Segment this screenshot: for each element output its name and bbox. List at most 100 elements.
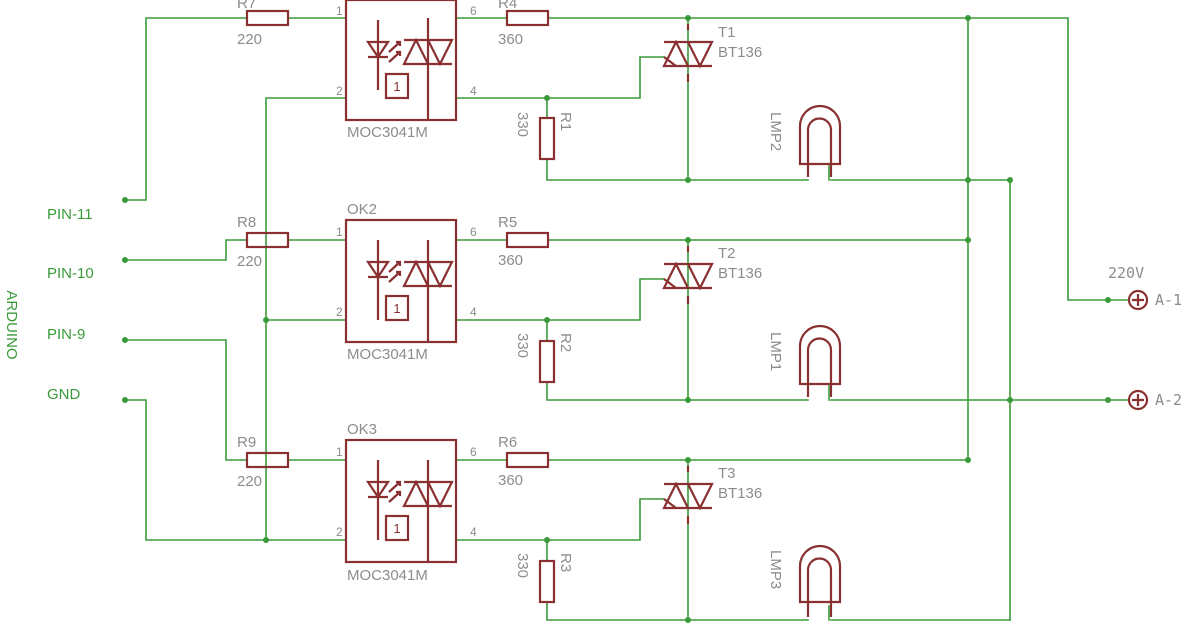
junction bbox=[1007, 177, 1013, 183]
pin-label-pin9: PIN-9 bbox=[47, 326, 85, 343]
triac-ref: T2 bbox=[718, 245, 736, 262]
opto-led-icon bbox=[365, 20, 391, 90]
opto-led-icon bbox=[365, 240, 391, 320]
junction bbox=[122, 257, 128, 263]
opto-zero-cross-glyph: 1 bbox=[393, 301, 400, 316]
resistor-value: 330 bbox=[514, 112, 531, 137]
opto-pin-number: 1 bbox=[336, 225, 343, 239]
opto-pin-number: 1 bbox=[336, 4, 343, 18]
mains-voltage-label: 220V bbox=[1108, 264, 1144, 282]
triac-icon bbox=[662, 246, 714, 304]
resistor-value: 360 bbox=[498, 472, 523, 489]
opto-zero-cross-icon bbox=[384, 72, 410, 100]
arduino-label: ARDUINO bbox=[3, 290, 20, 359]
triac-part: BT136 bbox=[718, 485, 762, 502]
resistor-value: 330 bbox=[514, 553, 531, 578]
opto-pin-number: 4 bbox=[470, 525, 477, 539]
resistor-r6 bbox=[505, 451, 550, 469]
opto-pin-number: 4 bbox=[470, 305, 477, 319]
optocoupler-part: MOC3041M bbox=[347, 124, 428, 141]
resistor-ref: R1 bbox=[557, 112, 574, 131]
channel-3: R9 220 OK3 1 1 2 6 4 MOC3041M R6 360 R3 … bbox=[237, 421, 1011, 623]
terminal-a1-icon bbox=[1127, 289, 1149, 311]
optocoupler-body bbox=[344, 218, 458, 344]
resistor-r7 bbox=[245, 9, 290, 27]
triac-icon bbox=[662, 24, 714, 82]
pin-label-pin11: PIN-11 bbox=[47, 206, 93, 223]
optocoupler-ref: OK2 bbox=[347, 201, 377, 218]
junction bbox=[263, 317, 269, 323]
resistor-ref: R5 bbox=[498, 214, 517, 231]
junction bbox=[544, 317, 550, 323]
wire bbox=[287, 17, 1011, 181]
resistor-value: 360 bbox=[498, 252, 523, 269]
lamp-icon bbox=[798, 324, 842, 397]
triac-part: BT136 bbox=[718, 44, 762, 61]
opto-pin-number: 6 bbox=[470, 4, 477, 18]
opto-pin-number: 2 bbox=[336, 305, 343, 319]
wire bbox=[287, 239, 1011, 401]
triac-ref: T3 bbox=[718, 465, 736, 482]
wire-mains-line bbox=[967, 17, 1129, 461]
lamp-ref: LMP2 bbox=[767, 112, 784, 151]
terminal-a1-label: A-1 bbox=[1155, 291, 1182, 309]
resistor-r1 bbox=[538, 116, 556, 161]
junction bbox=[122, 397, 128, 403]
resistor-ref: R3 bbox=[557, 553, 574, 572]
resistor-r9 bbox=[245, 451, 290, 469]
junction bbox=[1105, 397, 1111, 403]
lamp-icon bbox=[798, 104, 842, 177]
opto-pin-number: 1 bbox=[336, 445, 343, 459]
terminal-a2-label: A-2 bbox=[1155, 391, 1182, 409]
opto-light-arrows-icon bbox=[388, 260, 402, 283]
opto-zero-cross-glyph: 1 bbox=[393, 521, 400, 536]
opto-zero-cross-glyph: 1 bbox=[393, 79, 400, 94]
resistor-value: 220 bbox=[237, 473, 262, 490]
optocoupler-part: MOC3041M bbox=[347, 567, 428, 584]
channel-2: R8 220 OK2 1 1 2 6 4 MOC3041M R5 360 R2 … bbox=[237, 201, 1013, 403]
opto-pin-number: 6 bbox=[470, 445, 477, 459]
opto-light-arrows-icon bbox=[388, 40, 402, 63]
resistor-ref: R4 bbox=[498, 0, 517, 12]
opto-pin-number: 2 bbox=[336, 525, 343, 539]
resistor-r2 bbox=[538, 339, 556, 384]
terminal-a2-icon bbox=[1127, 389, 1149, 411]
optocoupler-part: MOC3041M bbox=[347, 346, 428, 363]
lamp-icon bbox=[798, 544, 842, 617]
resistor-r5 bbox=[505, 231, 550, 249]
junction bbox=[685, 617, 691, 623]
optocoupler-body bbox=[344, 0, 458, 122]
wire-gnd bbox=[124, 399, 347, 541]
junction bbox=[685, 397, 691, 403]
opto-pin-number: 6 bbox=[470, 225, 477, 239]
wire-pin11 bbox=[124, 17, 248, 201]
opto-triac-icon bbox=[402, 460, 454, 562]
resistor-ref: R8 bbox=[237, 214, 256, 231]
resistor-value: 220 bbox=[237, 31, 262, 48]
optocoupler-ref: OK3 bbox=[347, 421, 377, 438]
junction bbox=[122, 337, 128, 343]
opto-zero-cross-icon bbox=[384, 514, 410, 542]
resistor-r4 bbox=[505, 9, 550, 27]
junction bbox=[1105, 297, 1111, 303]
junction bbox=[685, 15, 691, 21]
opto-triac-icon bbox=[402, 18, 454, 120]
wire-pin9 bbox=[124, 339, 248, 461]
pin-label-gnd: GND bbox=[47, 386, 81, 403]
resistor-ref: R7 bbox=[237, 0, 256, 12]
opto-led-icon bbox=[365, 460, 391, 540]
junction bbox=[263, 537, 269, 543]
junction bbox=[685, 457, 691, 463]
opto-triac-icon bbox=[402, 240, 454, 342]
resistor-value: 330 bbox=[514, 333, 531, 358]
resistor-ref: R9 bbox=[237, 434, 256, 451]
lamp-ref: LMP3 bbox=[767, 550, 784, 589]
opto-pin-number: 2 bbox=[336, 84, 343, 98]
junction bbox=[544, 95, 550, 101]
triac-ref: T1 bbox=[718, 24, 736, 41]
opto-zero-cross-icon bbox=[384, 294, 410, 322]
junction bbox=[685, 177, 691, 183]
resistor-r8 bbox=[245, 231, 290, 249]
wire bbox=[287, 459, 1011, 621]
